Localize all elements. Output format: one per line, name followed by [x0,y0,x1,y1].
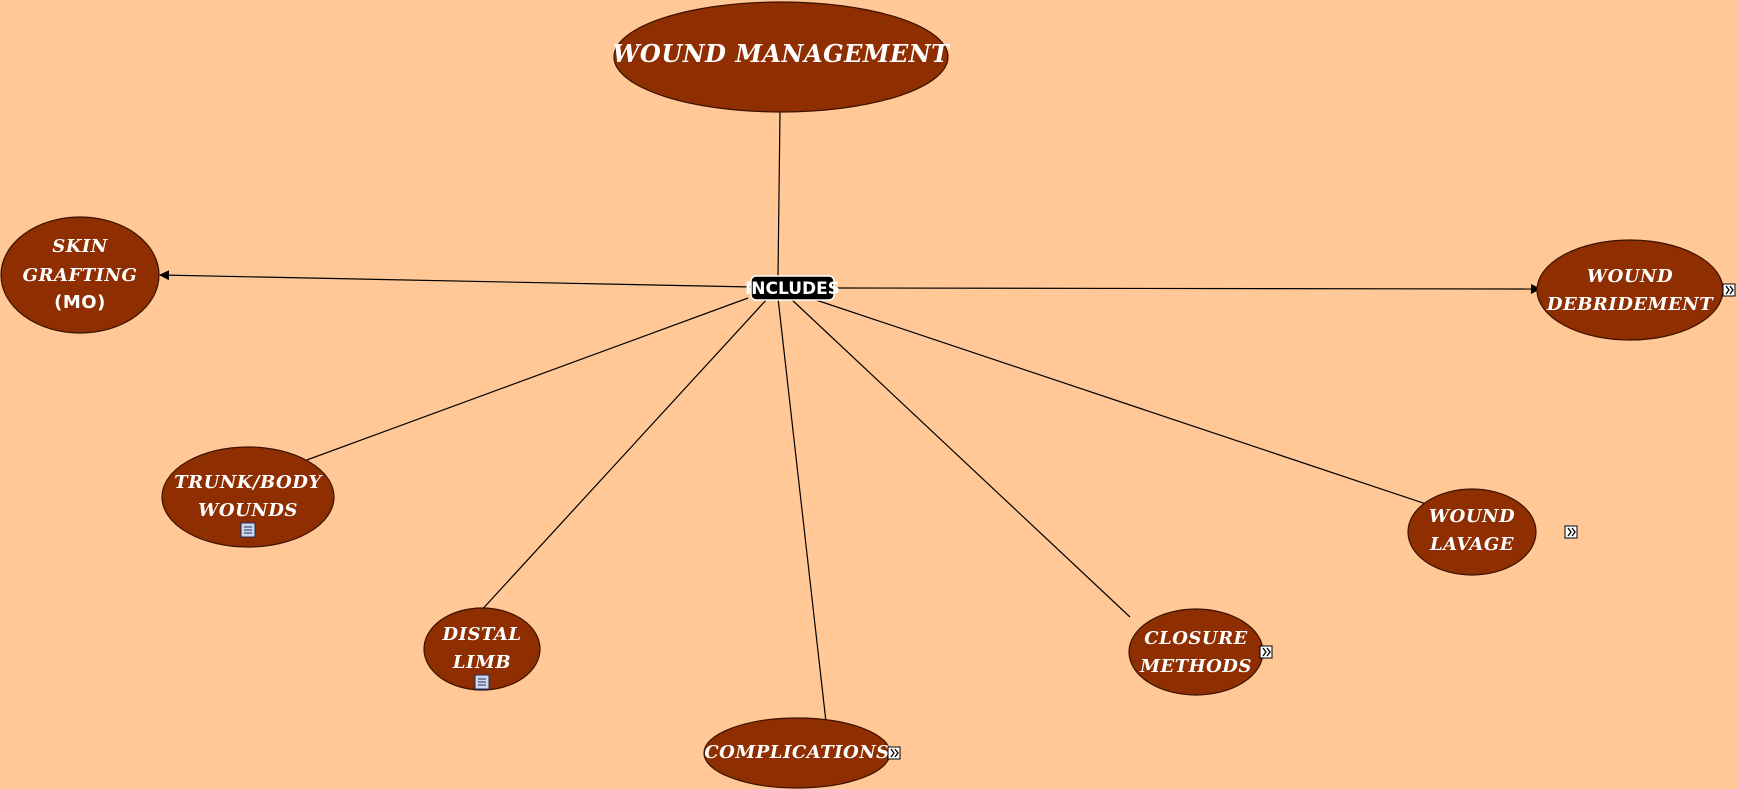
link-includes-to-wound-lavage [809,297,1451,513]
node-wound-lavage[interactable]: WOUND LAVAGE [1407,488,1537,576]
link-root-to-includes [777,111,781,277]
node-wound-debridement[interactable]: WOUND DEBRIDEMENT [1536,239,1724,341]
connection-lines [159,111,1541,723]
node-label-line-1: COMPLICATIONS [704,742,889,763]
node-label-line-1: WOUND [1587,266,1673,287]
node-wound-management[interactable]: WOUND MANAGEMENT [612,1,951,113]
node-label-line-2: DEBRIDEMENT [1546,294,1714,315]
node-label-line-1: SKIN [52,236,109,257]
expand-submap-icon[interactable] [887,746,901,760]
node-closure-methods[interactable]: CLOSURE METHODS [1128,608,1264,696]
node-skin-grafting[interactable]: SKIN GRAFTING (MO) [0,216,160,334]
node-trunk-body-wounds[interactable]: TRUNK/BODY WOUNDS [161,446,335,548]
expand-submap-icon[interactable] [1722,283,1736,297]
expand-submap-icon[interactable] [1564,525,1578,539]
node-label: WOUND MANAGEMENT [612,39,951,68]
link-includes-to-closure-methods [789,297,1131,618]
link-includes-to-wound-debridement [833,283,1541,294]
document-resource-icon[interactable] [240,522,256,538]
node-label-line-1: CLOSURE [1144,628,1248,649]
node-label-line-1: DISTAL [441,624,521,645]
node-label-line-1: TRUNK/BODY [174,472,323,493]
node-complications[interactable]: COMPLICATIONS [703,717,891,789]
expand-submap-icon[interactable] [1259,645,1273,659]
node-label-line-2: GRAFTING [23,265,138,286]
node-label-suffix: (MO) [54,292,106,313]
link-includes-to-distal-limb [477,297,769,615]
node-label-line-2: LIMB [452,652,511,673]
link-label-includes[interactable]: INCLUDES [745,275,840,301]
link-includes-to-trunk-body [284,297,749,469]
link-includes-to-complications [777,297,827,723]
link-includes-to-skin-grafting [159,270,753,288]
node-label-line-2: WOUNDS [198,500,298,521]
document-resource-icon[interactable] [474,674,490,690]
node-label-line-2: METHODS [1139,656,1252,677]
node-label-line-2: LAVAGE [1429,534,1514,555]
node-label-line-1: WOUND [1429,506,1515,527]
node-distal-limb[interactable]: DISTAL LIMB [423,607,541,691]
link-label-text: INCLUDES [745,279,840,299]
